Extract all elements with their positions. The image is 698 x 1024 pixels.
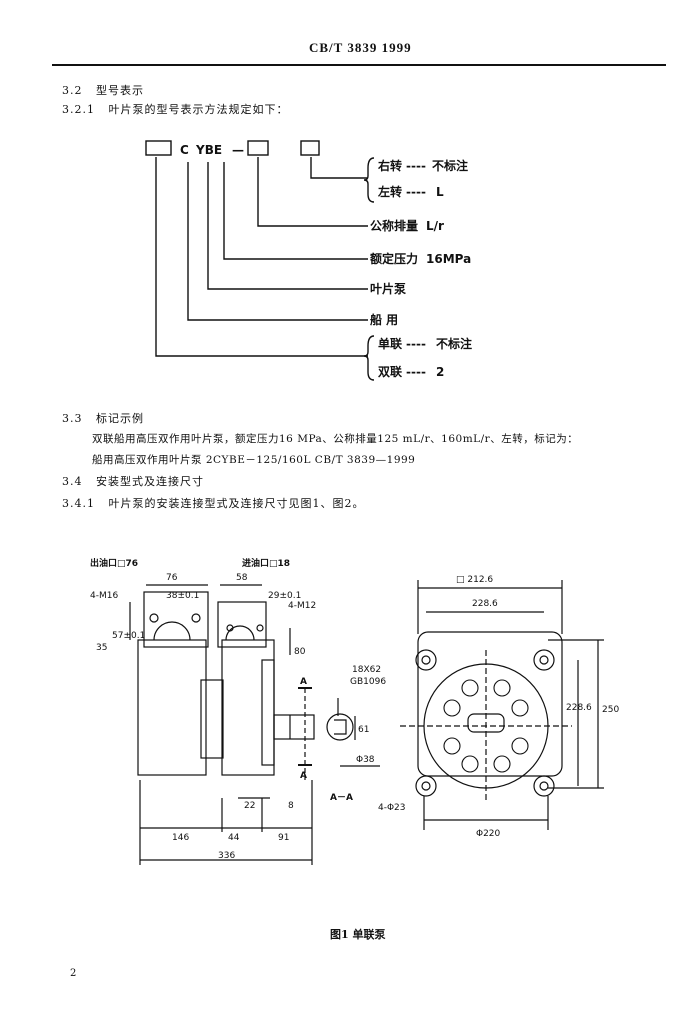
section-aa-label: A－A xyxy=(330,793,353,803)
marking-example-line1: 双联船用高压双作用叶片泵，额定压力16 MPa、公称排量125 mL/r、160… xyxy=(92,433,579,445)
dim-146: 146 xyxy=(172,833,189,843)
dim-44: 44 xyxy=(228,833,240,843)
dim-228h: 228.6 xyxy=(472,599,498,609)
value-2: 2 xyxy=(436,365,444,379)
section-number: 3.4 xyxy=(62,475,83,488)
section-a-top: A xyxy=(300,677,307,687)
section-text: 叶片泵的型号表示方法规定如下： xyxy=(108,103,289,116)
value-l: L xyxy=(436,185,444,199)
dashes: ---- xyxy=(406,337,426,351)
label-right-rotation: 右转 xyxy=(377,158,402,173)
code-letter-c: C xyxy=(180,143,189,157)
pump-waist xyxy=(200,679,224,759)
value-no-mark: 不标注 xyxy=(436,336,472,351)
label-single: 单联 xyxy=(378,336,402,351)
section-a-bottom: A xyxy=(300,771,307,781)
dim-76: 76 xyxy=(166,573,178,583)
section-3-2-1-heading: 3.2.1 叶片泵的型号表示方法规定如下： xyxy=(62,101,289,117)
section-title: 型号表示 xyxy=(96,84,144,97)
label-marine: 船 用 xyxy=(370,312,398,327)
dim-29: 29±0.1 xyxy=(268,591,301,601)
figure-caption: 图1 单联泵 xyxy=(330,928,386,941)
dashes: ---- xyxy=(406,159,426,173)
code-letters-ybe: YBE xyxy=(195,143,222,157)
code-box-rotation xyxy=(300,140,320,156)
shaft-section-circle xyxy=(326,713,354,741)
dashes: ---- xyxy=(406,185,426,199)
section-3-4-1-heading: 3.4.1 叶片泵的安装连接型式及连接尺寸见图1、图2。 xyxy=(62,495,365,511)
model-code-diagram: C YBE — 右转 ---- 不标注 左转 ---- L 公称排量 L/r 额… xyxy=(145,140,472,381)
figure-1-drawing: 出油口□76 进油口□18 76 38±0.1 58 29±0.1 4-M16 … xyxy=(90,557,619,865)
section-number: 3.2.1 xyxy=(62,103,95,116)
dim-key-std: GB1096 xyxy=(350,677,386,687)
mounting-flange xyxy=(261,659,275,766)
front-mounting-plate xyxy=(417,631,563,777)
section-title: 标记示例 xyxy=(96,412,144,425)
section-text: 叶片泵的安装连接型式及连接尺寸见图1、图2。 xyxy=(108,497,365,510)
marking-example-line2: 船用高压双作用叶片泵 2CYBE－125/160L CB/T 3839—1999 xyxy=(92,454,416,466)
outlet-flange xyxy=(143,591,209,648)
label-displacement: 公称排量 xyxy=(370,218,418,233)
inlet-flange-label: 进油口□18 xyxy=(242,557,290,569)
label-pressure: 额定压力 xyxy=(370,251,418,266)
dim-91: 91 xyxy=(278,833,289,843)
header-rule xyxy=(52,64,666,66)
dim-8: 8 xyxy=(288,801,294,811)
label-double: 双联 xyxy=(378,365,402,379)
section-title: 安装型式及连接尺寸 xyxy=(96,475,204,488)
dim-key: 18X62 xyxy=(352,665,381,675)
code-box-displacement xyxy=(247,140,269,156)
dim-m12: 4-M12 xyxy=(288,601,316,611)
value-no-mark: 不标注 xyxy=(432,158,468,173)
dim-57: 57±0.1 xyxy=(112,631,145,641)
dim-m16: 4-M16 xyxy=(90,591,118,601)
dim-58: 58 xyxy=(236,573,248,583)
outlet-flange-label: 出油口□76 xyxy=(90,557,138,569)
drive-shaft xyxy=(273,714,315,740)
page-number: 2 xyxy=(70,968,77,979)
dim-shaft: Φ38 xyxy=(356,755,375,765)
dim-38: 38±0.1 xyxy=(166,591,199,601)
dim-holes: 4-Φ23 xyxy=(378,803,406,813)
inlet-flange xyxy=(217,601,267,648)
section-3-4-heading: 3.4 安装型式及连接尺寸 xyxy=(62,473,204,489)
unit-displacement: L/r xyxy=(426,219,444,233)
code-dash: — xyxy=(232,143,244,157)
section-number: 3.4.1 xyxy=(62,497,95,510)
code-box-series xyxy=(145,140,172,156)
dim-250: 250 xyxy=(602,705,619,715)
dim-212: □ 212.6 xyxy=(456,575,493,585)
section-3-2-heading: 3.2 型号表示 xyxy=(62,82,144,98)
standard-header: CB/T 3839 1999 xyxy=(309,40,412,55)
dim-80: 80 xyxy=(294,647,306,657)
section-3-3-heading: 3.3 标记示例 xyxy=(62,410,144,426)
section-number: 3.2 xyxy=(62,84,83,97)
dashes: ---- xyxy=(406,365,426,379)
dim-pilot: Φ220 xyxy=(476,829,501,839)
dim-228v: 228.6 xyxy=(566,703,592,713)
dim-35: 35 xyxy=(96,643,107,653)
dim-22: 22 xyxy=(244,801,255,811)
value-pressure: 16MPa xyxy=(426,252,471,266)
dim-336: 336 xyxy=(218,851,235,861)
section-number: 3.3 xyxy=(62,412,83,425)
label-vane-pump: 叶片泵 xyxy=(370,281,406,296)
label-left-rotation: 左转 xyxy=(377,184,402,199)
pump-body-left xyxy=(137,639,207,776)
dim-61: 61 xyxy=(358,725,369,735)
